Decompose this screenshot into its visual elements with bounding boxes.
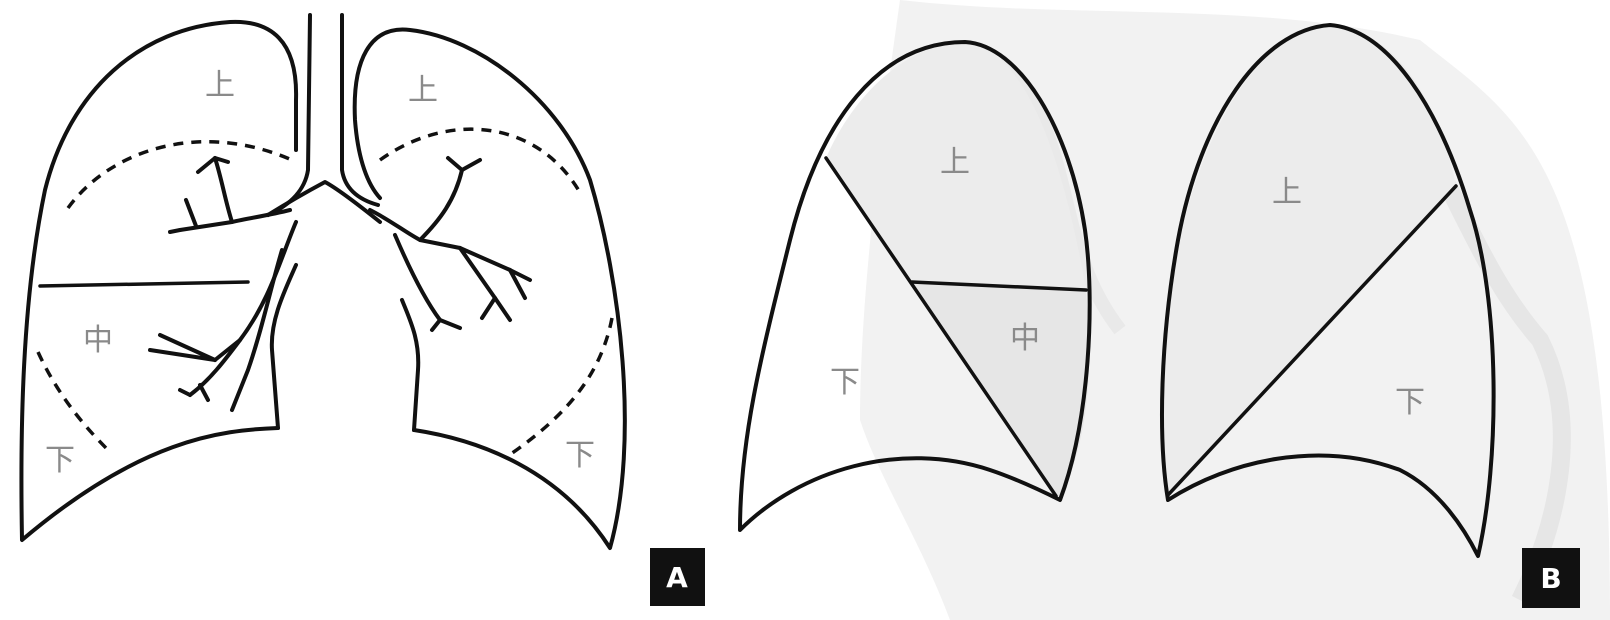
b-right-middle-label: 中 xyxy=(1010,321,1040,356)
b-right-upper-label: 上 xyxy=(940,145,970,180)
svg-text:B: B xyxy=(1540,562,1561,595)
right-horizontal-fissure xyxy=(40,282,248,286)
left-upper-dashed-boundary xyxy=(380,129,582,196)
left-bronchial-tree xyxy=(370,158,530,330)
svg-text:A: A xyxy=(666,561,688,594)
right-lung-lateral: 上 中 下 xyxy=(740,42,1090,530)
panel-b-badge: B xyxy=(1522,548,1580,608)
panel-a-frontal: 上 中 下 上 下 A xyxy=(21,15,705,606)
b-left-lower-label: 下 xyxy=(1395,385,1425,420)
a-right-middle-label: 中 xyxy=(83,323,113,358)
a-left-upper-label: 上 xyxy=(408,73,438,108)
a-right-lower-label: 下 xyxy=(45,443,75,478)
right-lung-mediastinal-border xyxy=(272,265,296,428)
b-left-upper-label: 上 xyxy=(1272,175,1302,210)
right-upper-dashed-boundary xyxy=(68,142,292,208)
panel-a-badge: A xyxy=(650,548,705,606)
left-lower-dashed-boundary xyxy=(508,318,612,456)
right-lower-dashed-boundary xyxy=(38,352,110,452)
a-right-upper-label: 上 xyxy=(205,68,235,103)
a-left-lower-label: 下 xyxy=(565,438,595,473)
b-right-lower-label: 下 xyxy=(830,365,860,400)
left-lung-mediastinal-border xyxy=(402,300,418,430)
carina xyxy=(268,182,380,222)
